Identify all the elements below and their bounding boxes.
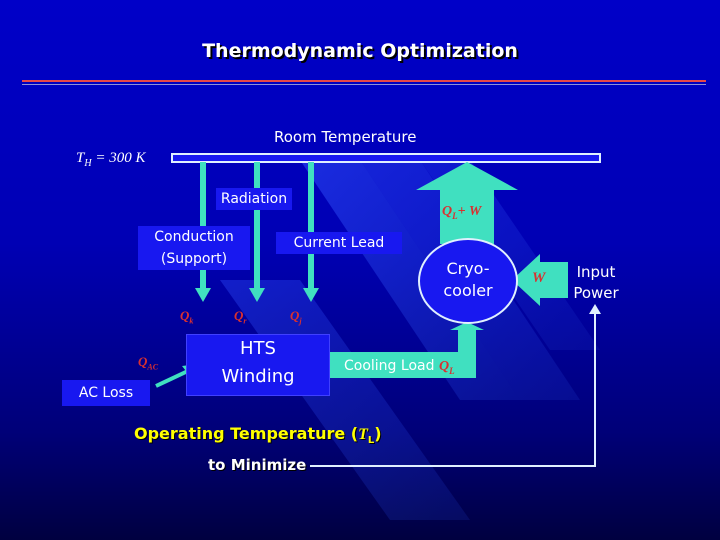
hot-temperature-label: TH = 300 K <box>76 150 146 169</box>
conduction-label: Conduction (Support) <box>138 226 250 270</box>
heat-rejection-arrow <box>416 162 518 244</box>
room-temperature-bar <box>171 153 601 163</box>
to-minimize-label: to Minimize <box>208 456 307 474</box>
current-lead-label: Current Lead <box>276 232 402 254</box>
cooling-load-arrow <box>328 322 484 378</box>
work-label: W <box>532 270 546 286</box>
title-divider-light <box>22 84 706 85</box>
feedback-loop-line <box>310 310 596 467</box>
input-power-label: Input Power <box>570 262 622 304</box>
hts-winding-box: HTS Winding <box>186 334 330 396</box>
input-power-line2: Power <box>573 284 619 302</box>
conduction-label-line2: (Support) <box>160 251 228 267</box>
input-power-line1: Input <box>576 263 616 281</box>
radiation-heat-label: Qr <box>234 308 247 326</box>
page-title: Thermodynamic Optimization <box>202 40 518 62</box>
cryocooler-line1: Cryo- <box>446 259 490 278</box>
radiation-arrow <box>249 162 265 302</box>
cryocooler: Cryo- cooler <box>418 238 518 324</box>
hts-winding-line1: HTS <box>240 338 276 359</box>
room-temperature-label: Room Temperature <box>274 128 417 146</box>
current-lead-arrow <box>303 162 319 302</box>
cryocooler-line2: cooler <box>443 281 493 300</box>
feedback-loop-arrowhead <box>589 304 601 314</box>
conduction-label-line1: Conduction <box>154 229 234 245</box>
ac-loss-heat-label: QAC <box>138 354 159 372</box>
heat-rejection-label: QL+ W <box>442 204 482 221</box>
current-lead-heat-label: Qj <box>290 308 302 326</box>
cooling-load-label: Cooling Load QL <box>344 358 455 376</box>
hts-winding-line2: Winding <box>221 366 295 387</box>
cooling-load-symbol: QL <box>438 359 455 376</box>
radiation-label: Radiation <box>216 188 292 210</box>
title-divider-red <box>22 80 706 82</box>
conduction-heat-label: Qk <box>180 308 194 326</box>
operating-temperature-label: Operating Temperature (TL) <box>134 424 382 447</box>
work-input-arrow <box>512 254 568 306</box>
ac-loss-arrow-line <box>155 368 191 388</box>
ac-loss-label: AC Loss <box>62 380 150 406</box>
